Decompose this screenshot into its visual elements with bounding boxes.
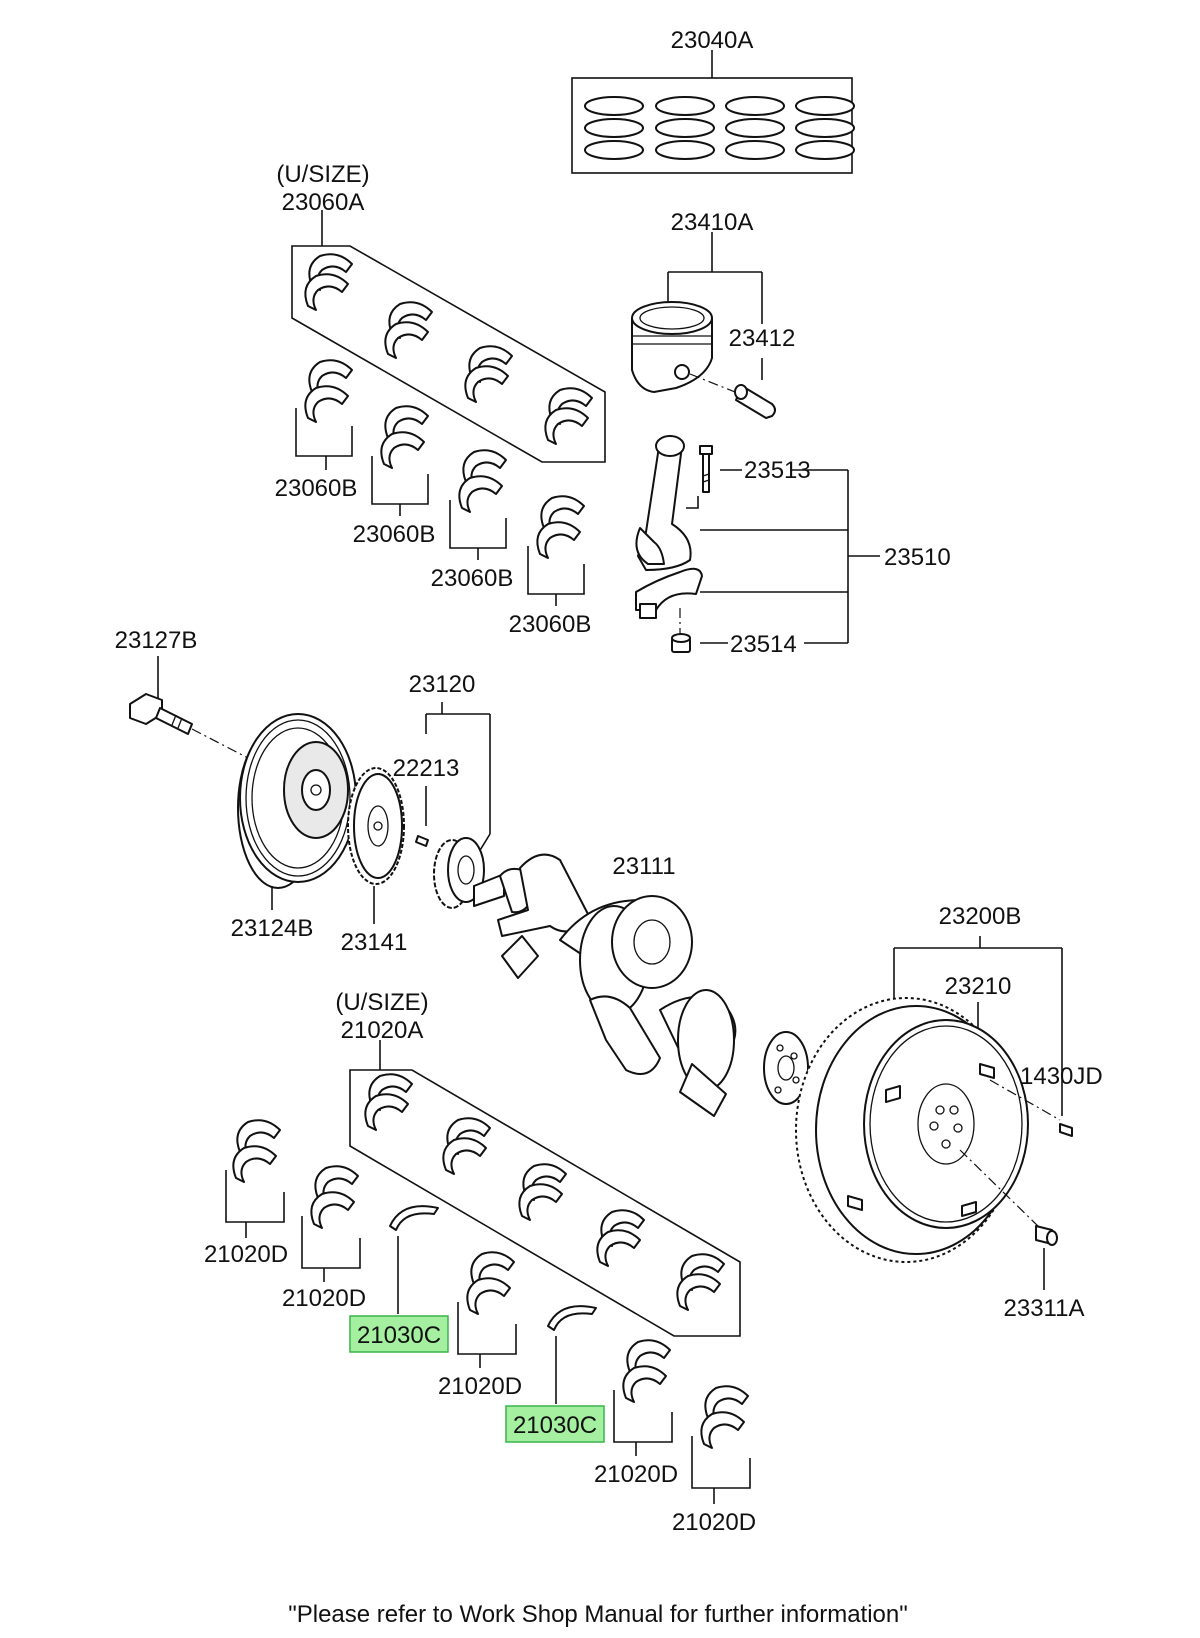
footer-note: "Please refer to Work Shop Manual for fu…: [288, 1601, 908, 1628]
label-thrust-1[interactable]: 21030C: [357, 1322, 441, 1349]
label-pulley[interactable]: 23124B: [231, 915, 314, 942]
label-main-d5[interactable]: 21020D: [672, 1509, 756, 1536]
thrust-washers: [389, 1205, 597, 1404]
label-bearing-b3[interactable]: 23060B: [431, 565, 514, 592]
highlight-thrust-2[interactable]: 21030C: [505, 1405, 605, 1443]
bearing-shell-icon: [596, 1209, 645, 1267]
label-rings[interactable]: 23040A: [671, 27, 754, 54]
label-usize-top: (U/SIZE): [276, 161, 369, 188]
label-main-d1[interactable]: 21020D: [204, 1241, 288, 1268]
piston-ring-set: [571, 50, 855, 174]
label-conrod-assy[interactable]: 23510: [884, 544, 951, 571]
label-dowel[interactable]: 1430JD: [1020, 1063, 1103, 1090]
label-pulley-bolt[interactable]: 23127B: [115, 627, 198, 654]
label-conrod-bolt[interactable]: 23513: [744, 457, 811, 484]
label-key[interactable]: 22213: [393, 755, 460, 782]
bearing-shell-icon: [364, 1073, 413, 1131]
label-conrod-nut[interactable]: 23514: [730, 631, 797, 658]
label-crankshaft[interactable]: 23111: [612, 853, 675, 880]
flywheel-bolt-icon: [1035, 1225, 1058, 1246]
label-piston[interactable]: 23410A: [671, 209, 754, 236]
bearing-shell-icon: [544, 387, 593, 445]
conrod-bearing-singles: [295, 359, 585, 606]
label-main-d3[interactable]: 21020D: [438, 1373, 522, 1400]
main-bearing-set-panel: [349, 1040, 741, 1337]
bearing-shell-icon: [464, 345, 513, 403]
label-bearing-b1[interactable]: 23060B: [275, 475, 358, 502]
crank-pulley-icon: [237, 713, 357, 910]
label-bearing-b2[interactable]: 23060B: [353, 521, 436, 548]
highlight-thrust-1[interactable]: 21030C: [349, 1315, 449, 1353]
main-bearing-singles: [225, 1119, 751, 1504]
label-bearing-b4[interactable]: 23060B: [509, 611, 592, 638]
label-pin[interactable]: 23412: [729, 325, 796, 352]
label-main-d2[interactable]: 21020D: [282, 1285, 366, 1312]
label-bearing-set-top[interactable]: 23060A: [282, 189, 365, 216]
label-bearing-set-bottom[interactable]: 21020A: [341, 1017, 424, 1044]
conrod-nut-icon: [671, 633, 691, 653]
label-ring-gear[interactable]: 23210: [945, 973, 1012, 1000]
bearing-shell-icon: [676, 1253, 725, 1311]
piston-pin-icon: [734, 384, 776, 419]
bearing-shell-icon: [304, 253, 353, 311]
target-wheel-icon: [347, 767, 405, 924]
label-thrust-2[interactable]: 21030C: [513, 1412, 597, 1439]
label-usize-bottom: (U/SIZE): [335, 989, 428, 1016]
conrod-bolt-icon: [699, 445, 713, 493]
piston-assembly: [631, 232, 776, 419]
bearing-shell-icon: [518, 1163, 567, 1221]
conrod-bearing-set-panel: [291, 210, 606, 463]
connecting-rod-assembly: [635, 435, 880, 653]
sprocket-and-key: [415, 702, 491, 909]
label-flywheel-assy[interactable]: 23200B: [939, 903, 1022, 930]
label-flywheel-bolt[interactable]: 23311A: [1004, 1295, 1085, 1322]
pulley-bolt-icon: [129, 656, 249, 759]
flywheel-icon: [795, 997, 1029, 1263]
label-sprocket-assy[interactable]: 23120: [409, 671, 476, 698]
bearing-shell-icon: [384, 301, 433, 359]
bearing-shell-icon: [442, 1117, 491, 1175]
label-target-wheel[interactable]: 23141: [341, 929, 408, 956]
flywheel-assembly: [795, 936, 1073, 1290]
label-main-d4[interactable]: 21020D: [594, 1461, 678, 1488]
crankshaft-icon: [473, 853, 809, 1117]
